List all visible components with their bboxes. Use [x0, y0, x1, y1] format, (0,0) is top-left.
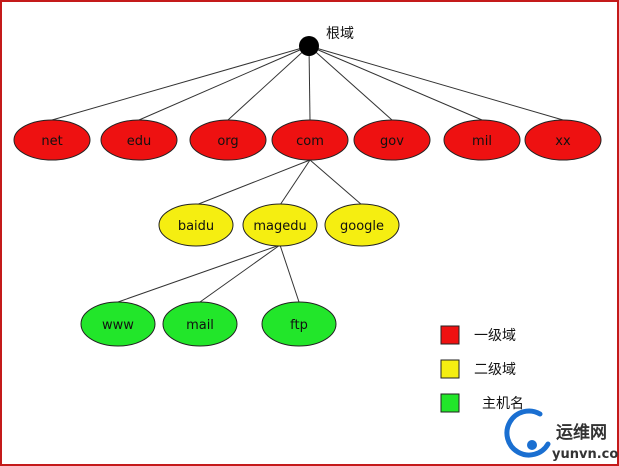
legend-item-host: 主机名 [440, 393, 524, 413]
level1-node-edu: edu [100, 119, 178, 161]
host-node-www: www [80, 301, 156, 347]
legend-swatch-level2 [440, 359, 460, 379]
edge-magedu-ftp [279, 244, 300, 303]
edge-root-mil [308, 45, 483, 121]
host-node-www-label: www [102, 318, 134, 333]
level1-node-com-label: com [296, 134, 324, 149]
level1-node-org: org [189, 119, 267, 161]
level2-node-magedu-label: magedu [253, 219, 306, 234]
tree-edges [51, 45, 564, 303]
level1-node-xx-label: xx [555, 134, 571, 149]
level1-node-edu-label: edu [127, 134, 152, 149]
level2-node-baidu: baidu [158, 203, 234, 247]
edge-root-gov [308, 45, 393, 121]
level1-node-gov: gov [353, 119, 431, 161]
edge-com-baidu [195, 159, 311, 206]
level1-node-net-label: net [41, 134, 62, 149]
level2-node-magedu-shape [242, 203, 318, 247]
legend-item-level1: 一级域 [440, 325, 516, 345]
legend-swatch-level1 [440, 325, 460, 345]
level1-node-org-shape [189, 119, 267, 161]
level1-node-net: net [13, 119, 91, 161]
edge-root-com [308, 45, 311, 121]
host-node-mail: mail [162, 301, 238, 347]
legend-item-level2: 二级域 [440, 359, 516, 379]
watermark-logo-icon [504, 408, 551, 458]
root-dot [299, 36, 319, 56]
watermark-title: 运维网 [556, 422, 607, 443]
legend-label-host: 主机名 [482, 396, 524, 412]
level2-node-google-label: google [340, 219, 384, 234]
edge-com-magedu [279, 159, 311, 206]
edge-magedu-mail [199, 244, 281, 303]
level1-node-mil-shape [443, 119, 521, 161]
level1-node-com: com [271, 119, 349, 161]
host-node-ftp: ftp [261, 301, 337, 347]
legend: 一级域 二级域 主机名 [440, 325, 524, 413]
watermark-url: yunvn.com [552, 447, 619, 462]
level1-node-gov-shape [353, 119, 431, 161]
level1-node-gov-label: gov [380, 134, 404, 149]
edge-magedu-www [117, 244, 281, 303]
level1-node-com-shape [271, 119, 349, 161]
level2-node-baidu-label: baidu [178, 219, 214, 234]
host-node-ftp-shape [261, 301, 337, 347]
host-node-mail-shape [162, 301, 238, 347]
level1-node-xx: xx [524, 119, 602, 161]
level1-node-org-label: org [217, 134, 238, 149]
edge-root-org [227, 45, 310, 121]
level1-node-edu-shape [100, 119, 178, 161]
host-node-ftp-label: ftp [290, 318, 308, 333]
root-label: 根域 [326, 26, 354, 42]
edge-com-google [309, 159, 363, 206]
level1-node-mil-label: mil [472, 134, 492, 149]
level1-node-mil: mil [443, 119, 521, 161]
root-domain-node: 根域 [299, 26, 354, 56]
level1-node-xx-shape [524, 119, 602, 161]
legend-swatch-host [440, 393, 460, 413]
level2-node-baidu-shape [158, 203, 234, 247]
level2-node-magedu: magedu [242, 203, 318, 247]
edge-root-edu [138, 45, 310, 121]
level1-node-net-shape [13, 119, 91, 161]
level2-node-google: google [324, 203, 400, 247]
watermark: 运维网 yunvn.com [504, 408, 619, 462]
edge-root-net [51, 45, 310, 121]
legend-label-level1: 一级域 [474, 328, 516, 344]
tree-nodes: net edu org com gov mil xx baidu magedu google www… [13, 119, 602, 347]
legend-label-level2: 二级域 [474, 362, 516, 378]
host-node-www-shape [80, 301, 156, 347]
level2-node-google-shape [324, 203, 400, 247]
watermark-logo-dot [527, 440, 537, 450]
host-node-mail-label: mail [186, 318, 214, 333]
edge-root-xx [308, 45, 564, 121]
